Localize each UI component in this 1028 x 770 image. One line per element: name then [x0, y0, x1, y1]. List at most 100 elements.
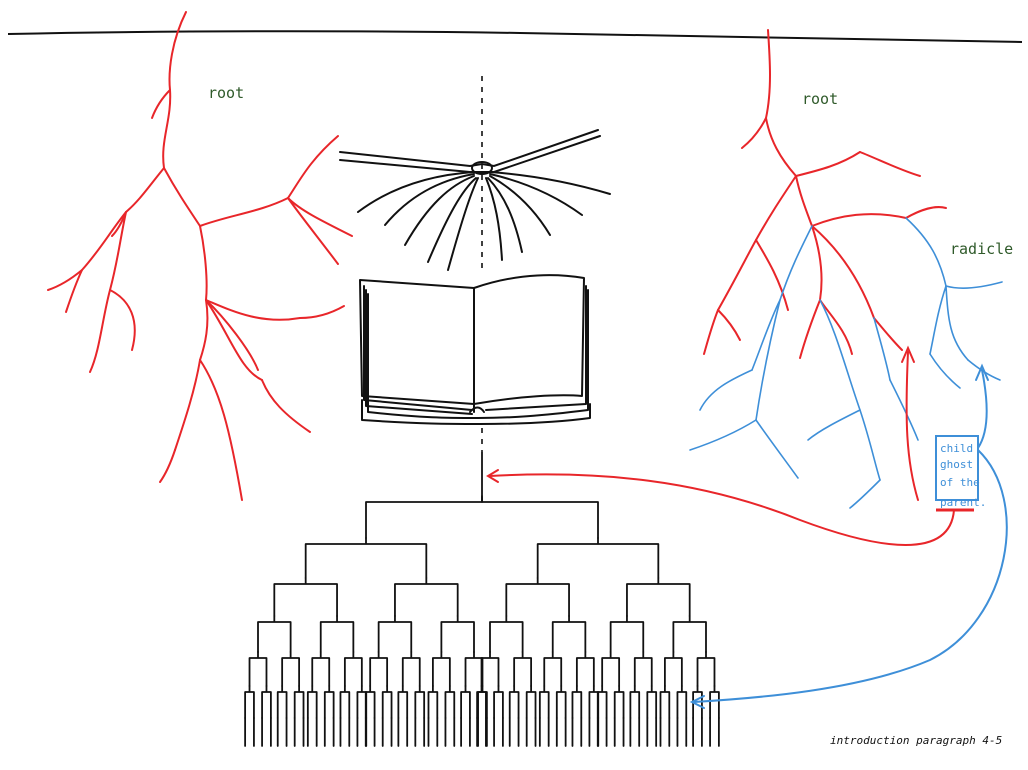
radicle-branch: [690, 420, 756, 450]
box-text-line2: ghost: [940, 458, 973, 471]
root-right-branch: [796, 152, 860, 176]
tree-branch: [490, 616, 523, 652]
tree-branch: [572, 686, 581, 718]
tree-branch: [527, 686, 536, 718]
tree-branch: [312, 652, 329, 686]
tree-branch: [677, 686, 686, 718]
tree-branch: [395, 578, 458, 616]
label-radicle: radicle: [950, 240, 1013, 258]
radicle-branch: [930, 354, 960, 388]
root-left-branch: [300, 306, 344, 318]
tree-branch: [433, 652, 450, 686]
tree-branch: [540, 686, 549, 718]
radicle-branch: [946, 282, 1002, 288]
tree-branch: [379, 616, 412, 652]
box-text-line1: child: [940, 442, 973, 455]
tree-branch: [441, 616, 474, 652]
root-left-branch: [160, 450, 175, 482]
tree-branch: [611, 616, 644, 652]
footer-note: introduction paragraph 4-5: [830, 734, 1002, 747]
tree-branch: [494, 686, 503, 718]
root-left-branch: [200, 226, 207, 360]
tree-branch: [577, 652, 594, 686]
red-arrow: [488, 348, 954, 545]
root-left-branch: [262, 380, 310, 432]
root-left-branch: [152, 90, 170, 118]
tree-branch: [274, 578, 337, 616]
radicle-branch: [756, 420, 798, 478]
root-left-branch: [200, 136, 338, 226]
tree-branch: [660, 686, 669, 718]
book-spine-drawing: [340, 130, 610, 270]
tree-branch: [415, 686, 424, 718]
root-right-branch: [742, 118, 766, 148]
radicle-branch: [700, 370, 752, 410]
tree-branch: [553, 616, 586, 652]
box-text-line4: parent.: [940, 496, 986, 509]
tree-branch: [245, 686, 254, 718]
root-right-branch: [906, 207, 946, 218]
tree-branch: [403, 652, 420, 686]
tree-branch: [544, 652, 561, 686]
tree-branch: [630, 686, 639, 718]
tree-branch: [615, 686, 624, 718]
tree-branch: [557, 686, 566, 718]
ground-line: [8, 31, 1022, 42]
tree-branch: [250, 652, 267, 686]
root-left-branch: [175, 360, 200, 450]
tree-branch: [647, 686, 656, 718]
root-right-branch: [812, 226, 822, 300]
root-left-branch: [48, 168, 164, 290]
root-right-branch: [766, 30, 796, 176]
root-left-branch: [110, 290, 135, 350]
root-left-branch: [206, 300, 300, 320]
tree-branch: [665, 652, 682, 686]
root-left-branch: [164, 168, 200, 226]
radicle-branch: [930, 286, 946, 354]
tree-branch: [278, 686, 287, 718]
tree-branch: [325, 686, 334, 718]
radicle-branch: [808, 410, 860, 440]
radicle-branch: [820, 300, 880, 480]
tree-branch: [383, 686, 392, 718]
tree-branch: [538, 538, 659, 578]
root-right-branch: [800, 300, 820, 358]
tree-branch: [295, 686, 304, 718]
child-ghost-box: child ghost of the parent.: [936, 436, 986, 510]
root-right-branch: [718, 310, 740, 340]
radicle-branch: [890, 380, 918, 440]
tree-branch: [370, 652, 387, 686]
tree-branch: [514, 652, 531, 686]
tree-branch: [321, 616, 354, 652]
root-right-branch: [812, 214, 906, 226]
tree-branch: [282, 652, 299, 686]
root-left-branch: [288, 198, 352, 236]
tree-branch: [510, 686, 519, 718]
tree-branch: [306, 538, 427, 578]
tree-branch: [445, 686, 454, 718]
root-left-drawing: [48, 12, 352, 500]
tree-branch: [262, 686, 271, 718]
tree-branch: [258, 616, 291, 652]
tree-branch: [345, 652, 362, 686]
root-right-branch: [704, 176, 796, 354]
tree-branch: [627, 578, 690, 616]
tree-branch: [482, 652, 499, 686]
tree-branch: [466, 652, 483, 686]
tree-branch: [398, 686, 407, 718]
tree-branch: [428, 686, 437, 718]
tree-branch: [340, 686, 349, 718]
tree-branch: [635, 652, 652, 686]
root-right-branch: [796, 176, 812, 226]
tree-branch: [673, 616, 706, 652]
label-root-left: root: [208, 84, 244, 102]
root-left-branch: [288, 198, 338, 264]
box-text-line3: of the: [940, 476, 980, 489]
label-root-right: root: [802, 90, 838, 108]
root-left-branch: [200, 360, 242, 500]
tree-branch: [461, 686, 470, 718]
tree-branch: [710, 686, 719, 718]
tree-branch: [602, 652, 619, 686]
radicle-branch: [850, 480, 880, 508]
